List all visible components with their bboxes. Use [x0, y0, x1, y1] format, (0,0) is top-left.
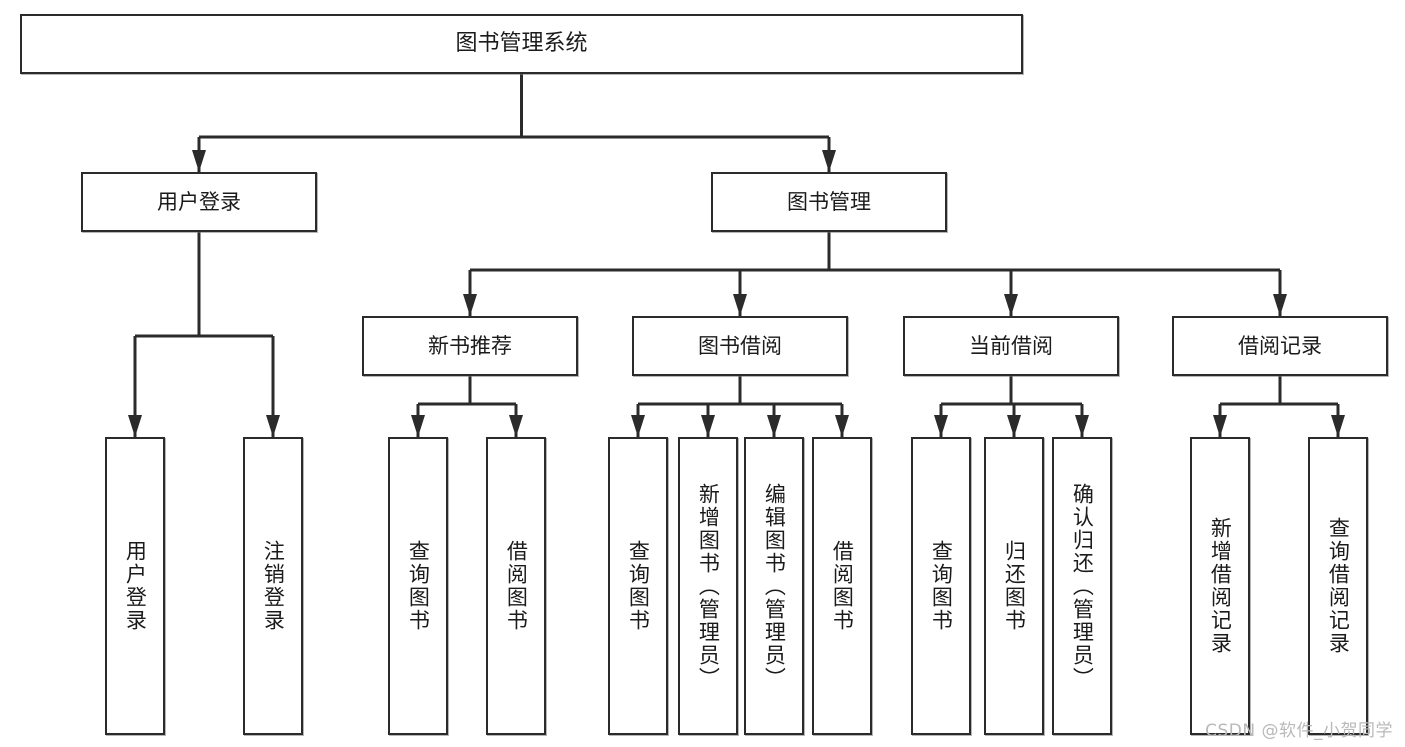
node-label: 查询图书 — [626, 540, 651, 632]
arrowhead-icon — [767, 415, 781, 437]
node-leaf-9[interactable]: 查询图书 — [911, 437, 971, 735]
node-user-login[interactable]: 用户登录 — [81, 172, 317, 232]
node-borrow-log[interactable]: 借阅记录 — [1172, 316, 1388, 376]
node-leaf-11[interactable]: 确认归还（管理员） — [1052, 437, 1112, 735]
node-book-mgmt[interactable]: 图书管理 — [711, 172, 947, 232]
arrowhead-icon — [266, 415, 280, 437]
arrowhead-icon — [1075, 415, 1089, 437]
arrowhead-icon — [1273, 294, 1287, 316]
node-label: 当前借阅 — [969, 333, 1053, 358]
arrowhead-icon — [509, 415, 523, 437]
node-label: 图书管理系统 — [455, 31, 588, 57]
node-leaf-2[interactable]: 注销登录 — [243, 437, 303, 735]
node-label: 借阅记录 — [1238, 333, 1322, 358]
arrowhead-icon — [733, 294, 747, 316]
node-cur-borrow[interactable]: 当前借阅 — [903, 316, 1119, 376]
arrowhead-icon — [128, 415, 142, 437]
node-label: 确认归还（管理员） — [1070, 482, 1095, 690]
node-label: 新增图书（管理员） — [696, 482, 721, 690]
node-leaf-5[interactable]: 查询图书 — [608, 437, 668, 735]
node-label: 借阅图书 — [830, 540, 855, 632]
node-leaf-10[interactable]: 归还图书 — [984, 437, 1044, 735]
node-leaf-3[interactable]: 查询图书 — [388, 437, 448, 735]
node-leaf-8[interactable]: 借阅图书 — [812, 437, 872, 735]
node-root[interactable]: 图书管理系统 — [20, 14, 1023, 74]
node-leaf-7[interactable]: 编辑图书（管理员） — [744, 437, 804, 735]
node-label: 查询图书 — [929, 540, 954, 632]
node-label: 注销登录 — [261, 540, 286, 632]
arrowhead-icon — [1213, 415, 1227, 437]
node-leaf-6[interactable]: 新增图书（管理员） — [678, 437, 738, 735]
node-leaf-12[interactable]: 新增借阅记录 — [1190, 437, 1250, 735]
arrowhead-icon — [934, 415, 948, 437]
arrowhead-icon — [463, 294, 477, 316]
node-label: 查询借阅记录 — [1326, 517, 1351, 655]
node-label: 借阅图书 — [504, 540, 529, 632]
arrowhead-icon — [1004, 294, 1018, 316]
arrowhead-icon — [631, 415, 645, 437]
node-label: 用户登录 — [157, 189, 241, 214]
node-label: 新增借阅记录 — [1208, 517, 1233, 655]
arrowhead-icon — [1331, 415, 1345, 437]
arrowhead-icon — [411, 415, 425, 437]
node-label: 查询图书 — [406, 540, 431, 632]
node-label: 新书推荐 — [428, 333, 512, 358]
arrowhead-icon — [1007, 415, 1021, 437]
node-label: 编辑图书（管理员） — [762, 482, 787, 690]
arrowhead-icon — [192, 150, 206, 172]
node-new-book[interactable]: 新书推荐 — [362, 316, 578, 376]
watermark: CSDN @软件_小贺同学 — [1205, 721, 1393, 741]
node-book-borrow[interactable]: 图书借阅 — [632, 316, 848, 376]
node-label: 图书管理 — [787, 189, 871, 214]
node-leaf-1[interactable]: 用户登录 — [105, 437, 165, 735]
arrowhead-icon — [701, 415, 715, 437]
node-label: 图书借阅 — [698, 333, 782, 358]
arrowhead-icon — [835, 415, 849, 437]
node-leaf-4[interactable]: 借阅图书 — [486, 437, 546, 735]
node-label: 归还图书 — [1002, 540, 1027, 632]
arrowhead-icon — [822, 150, 836, 172]
node-leaf-13[interactable]: 查询借阅记录 — [1308, 437, 1368, 735]
node-label: 用户登录 — [123, 540, 148, 632]
